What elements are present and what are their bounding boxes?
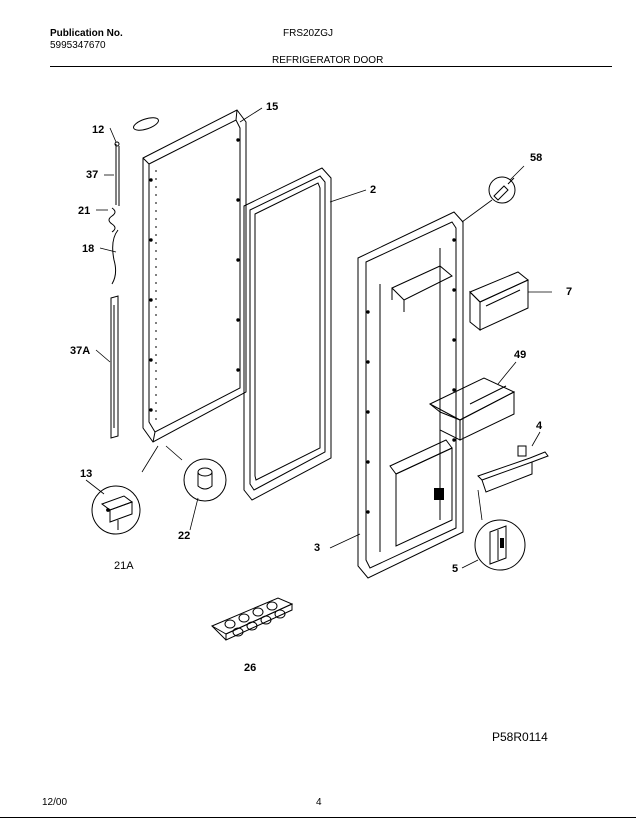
publication-number: 5995347670 [50, 40, 106, 51]
part-7-dairy-door [470, 272, 528, 330]
part-15-door-panel [143, 110, 246, 442]
publication-label: Publication No. [50, 28, 123, 39]
part-4-handle [478, 446, 548, 492]
callout-26: 26 [244, 662, 257, 674]
callout-21a: 21A [114, 560, 134, 572]
part-3-door-liner [358, 212, 463, 578]
callout-3: 3 [314, 542, 321, 554]
section-title: REFRIGERATOR DOOR [272, 55, 384, 66]
part-2-door-gasket [244, 168, 331, 500]
part-37-hinge-rod [109, 142, 119, 284]
part-37a-hinge-strip [111, 296, 118, 438]
model-number: FRS20ZGJ [283, 28, 334, 39]
callout-15: 15 [266, 101, 279, 113]
callout-2: 2 [370, 184, 377, 196]
leader-lines [86, 108, 552, 568]
part-26-egg-tray [212, 598, 292, 640]
callout-7: 7 [566, 286, 573, 298]
callout-12: 12 [92, 124, 105, 136]
callout-21: 21 [78, 205, 91, 217]
part-5-handle-bracket [475, 520, 525, 570]
callout-58: 58 [530, 152, 543, 164]
part-13-hinge-bracket [92, 486, 140, 534]
callout-37a: 37A [70, 345, 91, 357]
part-22-door-stop [184, 459, 226, 501]
callout-22: 22 [178, 530, 191, 542]
callout-13: 13 [80, 468, 93, 480]
callout-49: 49 [514, 349, 527, 361]
header-rule [50, 66, 612, 67]
callout-4: 4 [536, 420, 543, 432]
footer-rule [0, 817, 636, 818]
part-49-shelf-bin [430, 378, 514, 440]
footer-date: 12/00 [42, 797, 68, 808]
part-58-screw [489, 177, 515, 203]
drawing-code: P58R0114 [492, 730, 548, 744]
callout-18: 18 [82, 243, 95, 255]
callout-37: 37 [86, 169, 99, 181]
page-number: 4 [316, 797, 322, 808]
part-12-hinge-cap [132, 115, 160, 133]
callout-5: 5 [452, 563, 459, 575]
